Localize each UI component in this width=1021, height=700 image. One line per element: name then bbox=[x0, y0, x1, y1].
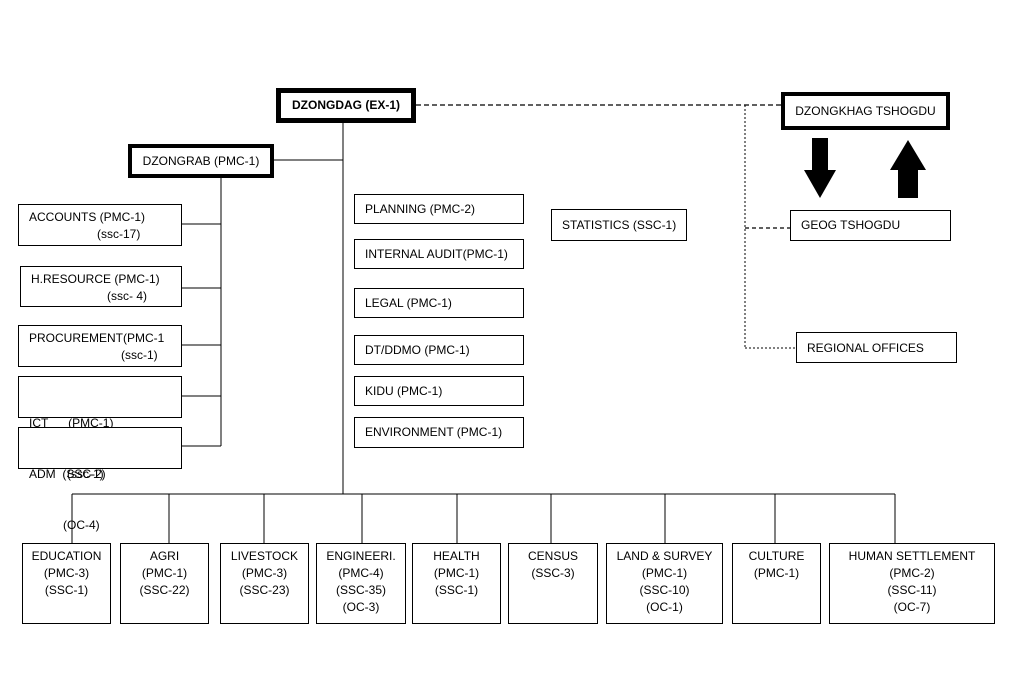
sector-name: HUMAN SETTLEMENT bbox=[848, 549, 976, 563]
statistics-box: STATISTICS (SSC-1) bbox=[551, 209, 687, 241]
unit-name: ICT (PMC-1) bbox=[29, 416, 114, 430]
unit-name: ACCOUNTS (PMC-1) bbox=[29, 210, 145, 224]
sector-line-2: (SSC-10) bbox=[639, 583, 690, 597]
dzongdag-box: DZONGDAG (EX-1) bbox=[276, 88, 416, 123]
dzongkhag-tshogdu-label: DZONGKHAG TSHOGDU bbox=[795, 103, 936, 118]
sector-education: EDUCATION (PMC-3) (SSC-1) bbox=[22, 543, 111, 624]
unit-internal-audit: INTERNAL AUDIT(PMC-1) bbox=[354, 239, 524, 269]
sector-line-2: (SSC-23) bbox=[239, 583, 290, 597]
sector-line-2: (SSC-1) bbox=[44, 583, 89, 597]
sector-line-2: (SSC-35) bbox=[335, 583, 386, 597]
sector-land-survey: LAND & SURVEY (PMC-1) (SSC-10) (OC-1) bbox=[606, 543, 723, 624]
sector-line-2: (SSC-11) bbox=[887, 583, 937, 597]
unit-name: DT/DDMO (PMC-1) bbox=[365, 343, 470, 357]
sector-name: AGRI bbox=[149, 549, 180, 563]
sector-line-2: (SSC-22) bbox=[139, 583, 190, 597]
unit-staff: (ssc-1) bbox=[67, 467, 104, 481]
unit-name: ENVIRONMENT (PMC-1) bbox=[365, 425, 503, 439]
unit-accounts: ACCOUNTS (PMC-1) (ssc-17) bbox=[18, 204, 182, 246]
sector-culture: CULTURE (PMC-1) bbox=[732, 543, 821, 624]
dzongkhag-tshogdu-box: DZONGKHAG TSHOGDU bbox=[781, 92, 950, 130]
unit-staff: (ssc-17) bbox=[97, 227, 141, 241]
unit-ict: ICT (PMC-1) (ssc-1) bbox=[18, 376, 182, 481]
sector-line-2: (SSC-1) bbox=[434, 583, 479, 597]
unit-name: PLANNING (PMC-2) bbox=[365, 202, 476, 216]
unit-name: PROCUREMENT(PMC-1 bbox=[29, 331, 165, 345]
unit-staff: (OC-4) bbox=[63, 518, 100, 532]
statistics-label: STATISTICS (SSC-1) bbox=[562, 218, 677, 232]
sector-name: LIVESTOCK bbox=[230, 549, 299, 563]
unit-legal: LEGAL (PMC-1) bbox=[354, 288, 524, 318]
unit-hresource: H.RESOURCE (PMC-1) (ssc- 4) bbox=[20, 266, 182, 307]
down-arrow-icon bbox=[804, 138, 836, 198]
sector-health: HEALTH (PMC-1) (SSC-1) bbox=[412, 543, 501, 624]
unit-name: INTERNAL AUDIT(PMC-1) bbox=[365, 247, 508, 261]
sector-engineering: ENGINEERI. (PMC-4) (SSC-35) (OC-3) bbox=[316, 543, 406, 624]
sector-line-3: (OC-1) bbox=[646, 600, 683, 614]
sector-line-3: (OC-3) bbox=[342, 600, 380, 614]
unit-staff: (ssc- 4) bbox=[107, 289, 147, 303]
sector-name: CENSUS bbox=[527, 549, 578, 563]
dzongdag-label: DZONGDAG (EX-1) bbox=[292, 98, 400, 112]
geog-tshogdu-label: GEOG TSHOGDU bbox=[801, 218, 901, 232]
sector-name: ENGINEERI. bbox=[326, 549, 396, 563]
sector-line-1: (PMC-1) bbox=[433, 566, 480, 580]
sector-name: LAND & SURVEY bbox=[616, 549, 713, 563]
sector-line-1: (PMC-1) bbox=[141, 566, 188, 580]
unit-procurement: PROCUREMENT(PMC-1 (ssc-1) bbox=[18, 325, 182, 367]
sector-name: EDUCATION bbox=[31, 549, 102, 563]
unit-name: ADM (SSC-2) bbox=[29, 467, 106, 481]
unit-planning: PLANNING (PMC-2) bbox=[354, 194, 524, 224]
sector-line-1: (PMC-2) bbox=[889, 566, 935, 580]
unit-name: H.RESOURCE (PMC-1) bbox=[31, 272, 160, 286]
sector-line-1: (PMC-4) bbox=[338, 566, 384, 580]
unit-environment: ENVIRONMENT (PMC-1) bbox=[354, 417, 524, 448]
dzongrab-box: DZONGRAB (PMC-1) bbox=[128, 144, 274, 178]
sector-livestock: LIVESTOCK (PMC-3) (SSC-23) bbox=[220, 543, 309, 624]
up-arrow-icon bbox=[890, 140, 926, 198]
unit-staff: (ssc-1) bbox=[121, 348, 158, 362]
sector-line-1: (PMC-1) bbox=[641, 566, 688, 580]
sector-line-1: (PMC-1) bbox=[753, 566, 800, 580]
unit-name: LEGAL (PMC-1) bbox=[365, 296, 452, 310]
sector-line-3: (OC-7) bbox=[893, 600, 931, 614]
regional-offices-box: REGIONAL OFFICES bbox=[796, 332, 957, 363]
regional-offices-label: REGIONAL OFFICES bbox=[807, 341, 924, 355]
sector-line-1: (PMC-3) bbox=[241, 566, 288, 580]
sector-census: CENSUS (SSC-3) bbox=[508, 543, 598, 624]
unit-name: KIDU (PMC-1) bbox=[365, 384, 443, 398]
unit-adm: ADM (SSC-2) (OC-4) bbox=[18, 427, 182, 532]
sector-name: CULTURE bbox=[748, 549, 805, 563]
sector-agri: AGRI (PMC-1) (SSC-22) bbox=[120, 543, 209, 624]
unit-kidu: KIDU (PMC-1) bbox=[354, 376, 524, 406]
sector-line-1: (PMC-3) bbox=[43, 566, 90, 580]
geog-tshogdu-box: GEOG TSHOGDU bbox=[790, 210, 951, 241]
dzongrab-label: DZONGRAB (PMC-1) bbox=[142, 153, 260, 168]
sector-human-settlement: HUMAN SETTLEMENT (PMC-2) (SSC-11) (OC-7) bbox=[829, 543, 995, 624]
sector-line-1: (SSC-3) bbox=[531, 566, 575, 580]
sector-name: HEALTH bbox=[433, 549, 480, 563]
unit-dt-ddmo: DT/DDMO (PMC-1) bbox=[354, 335, 524, 365]
